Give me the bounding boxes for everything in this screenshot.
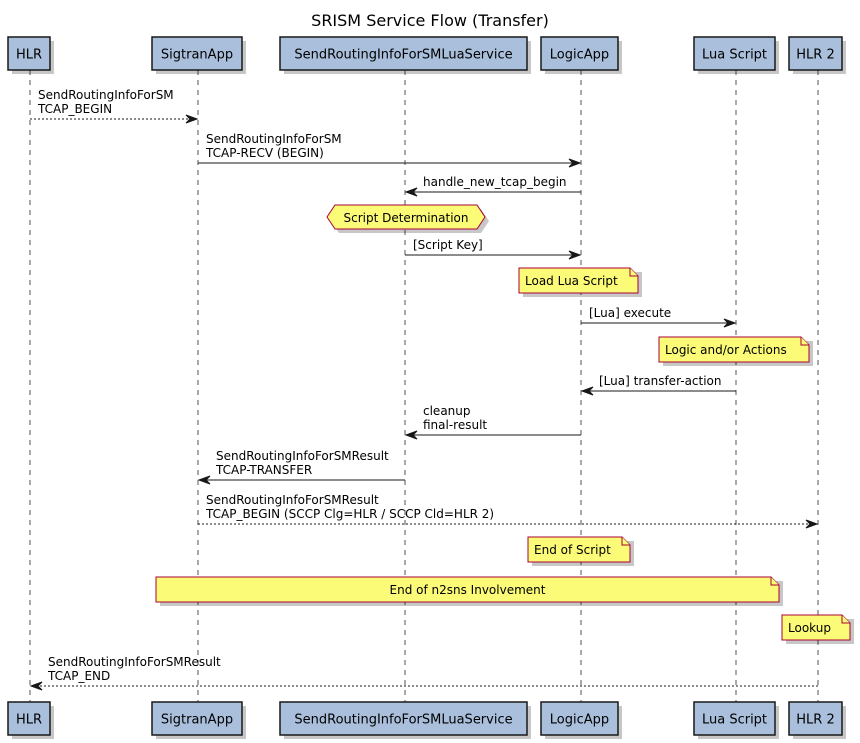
note-body (527, 536, 631, 563)
note-body (658, 336, 810, 363)
message-label: TCAP_BEGIN (SCCP Clg=HLR / SCCP Cld=HLR … (205, 507, 494, 521)
arrowhead-icon (568, 158, 582, 168)
participant-box (693, 36, 776, 71)
participant-logic-top: LogicApp (540, 36, 622, 74)
participant-hlr2-bottom: HLR 2 (788, 701, 846, 739)
message-label: SendRoutingInfoForSM (38, 88, 174, 102)
note-logic: End of Script (527, 536, 634, 566)
participant-box (693, 701, 776, 736)
arrowhead-icon (568, 250, 582, 260)
participant-lua_service-top: SendRoutingInfoForSMLuaService (279, 36, 531, 74)
arrowhead-icon (723, 318, 737, 328)
message-label: handle_new_tcap_begin (423, 175, 567, 189)
message-lua_service-to-logic: [Script Key] (405, 238, 582, 260)
participant-label: SigtranApp (161, 713, 233, 728)
reference-hexagon: Script Determination (326, 204, 489, 233)
note-body (155, 576, 780, 603)
note-text: End of n2sns Involvement (390, 583, 546, 597)
note-lua_script: Logic and/or Actions (658, 336, 813, 366)
participant-box (788, 701, 843, 736)
arrowhead-icon (29, 681, 43, 691)
participant-box (540, 36, 619, 71)
note-fold (841, 615, 850, 624)
participant-label: LogicApp (550, 713, 609, 728)
participant-box (279, 36, 528, 71)
participant-label: SendRoutingInfoForSMLuaService (294, 48, 512, 63)
message-logic-to-lua_script: [Lua] execute (581, 306, 737, 328)
message-label: TCAP_END (47, 669, 110, 683)
note-fold (629, 268, 638, 277)
message-label: TCAP-TRANSFER (215, 463, 312, 477)
note-text: Load Lua Script (525, 274, 618, 288)
arrowhead-icon (185, 114, 199, 124)
message-logic-to-lua_service: handle_new_tcap_begin (404, 175, 581, 197)
participant-box (7, 701, 51, 736)
message-label: TCAP_BEGIN (37, 102, 112, 116)
participant-sigtran-bottom: SigtranApp (151, 701, 246, 739)
participant-box (151, 701, 243, 736)
note-sigtran-lua_script: End of n2sns Involvement (155, 576, 783, 606)
participant-lua_service-bottom: SendRoutingInfoForSMLuaService (279, 701, 531, 739)
note-logic: Load Lua Script (518, 267, 642, 297)
participant-label: HLR 2 (796, 713, 834, 728)
participant-logic-bottom: LogicApp (540, 701, 622, 739)
message-label: [Lua] transfer-action (599, 374, 722, 388)
arrowhead-icon (805, 519, 819, 529)
note-text: Logic and/or Actions (665, 343, 787, 357)
participants-top: HLR SigtranApp SendRoutingInfoForSMLuaServ… (7, 36, 846, 74)
note-fold (621, 537, 630, 546)
message-label: TCAP-RECV (BEGIN) (205, 146, 324, 160)
hexagon-text: Script Determination (343, 211, 468, 225)
participant-label: LogicApp (550, 48, 609, 63)
note-body (518, 267, 639, 294)
message-label: cleanup (423, 404, 471, 418)
message-label: final-result (423, 418, 487, 432)
message-lua_script-to-logic: [Lua] transfer-action (580, 374, 736, 396)
participant-box (7, 36, 51, 71)
participant-hlr-top: HLR (7, 36, 54, 74)
participant-label: SendRoutingInfoForSMLuaService (294, 713, 512, 728)
note-hlr2: Lookup (781, 614, 854, 644)
note-fold (770, 577, 779, 586)
participant-box (788, 36, 843, 71)
message-label: [Lua] execute (589, 306, 671, 320)
participants-bottom: HLR SigtranApp SendRoutingInfoForSMLuaServ… (7, 701, 846, 739)
participant-lua_script-top: Lua Script (693, 36, 779, 74)
events: SendRoutingInfoForSMTCAP_BEGINSendRoutin… (29, 88, 854, 691)
arrowhead-icon (404, 430, 418, 440)
note-body (781, 614, 851, 641)
message-label: SendRoutingInfoForSM (206, 132, 342, 146)
note-fold (800, 337, 809, 346)
arrowhead-icon (580, 386, 594, 396)
hexagon-body (326, 204, 486, 230)
participant-label: Lua Script (702, 48, 767, 63)
message-label: [Script Key] (413, 238, 483, 252)
participant-box (151, 36, 243, 71)
participant-box (279, 701, 528, 736)
diagram-title: SRISM Service Flow (Transfer) (311, 11, 549, 30)
participant-label: HLR (16, 48, 42, 63)
note-text: End of Script (534, 543, 611, 557)
arrowhead-icon (404, 187, 418, 197)
participant-lua_script-bottom: Lua Script (693, 701, 779, 739)
participant-hlr-bottom: HLR (7, 701, 54, 739)
participant-label: SigtranApp (161, 48, 233, 63)
message-label: SendRoutingInfoForSMResult (48, 655, 221, 669)
participant-sigtran-top: SigtranApp (151, 36, 246, 74)
arrowhead-icon (197, 475, 211, 485)
participant-label: HLR (16, 713, 42, 728)
note-text: Lookup (788, 621, 831, 635)
message-label: SendRoutingInfoForSMResult (206, 493, 379, 507)
participant-hlr2-top: HLR 2 (788, 36, 846, 74)
participant-label: Lua Script (702, 713, 767, 728)
message-label: SendRoutingInfoForSMResult (216, 449, 389, 463)
participant-label: HLR 2 (796, 48, 834, 63)
participant-box (540, 701, 619, 736)
